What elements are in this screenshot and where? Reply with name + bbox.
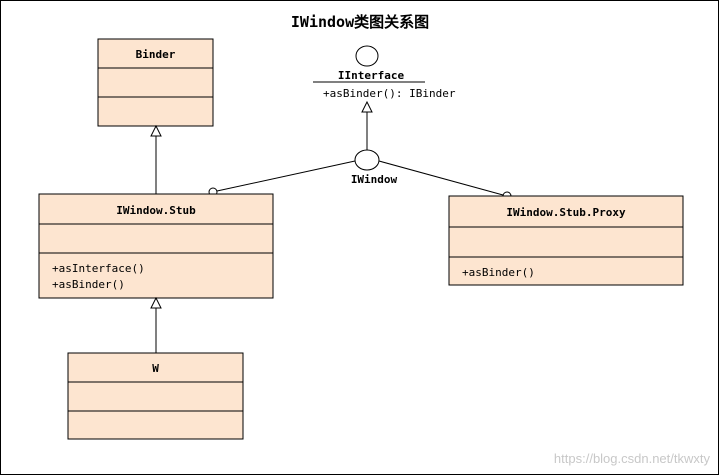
iinterface-circle-icon — [355, 45, 379, 67]
class-w: W — [67, 352, 244, 440]
class-iwindow-stub-proxy: IWindow.Stub.Proxy +asBinder() — [448, 195, 684, 286]
class-binder: Binder — [97, 38, 214, 127]
diagram-title: IWindow类图关系图 — [291, 13, 429, 31]
class-stub-member-1: +asBinder() — [52, 278, 125, 291]
binder-generalization-arrowhead — [150, 124, 162, 137]
iinterface-generalization-arrowhead — [361, 100, 373, 113]
iinterface-name: IInterface — [338, 69, 405, 82]
class-w-name: W — [152, 362, 159, 375]
stub-realizes-iwindow-line — [216, 160, 356, 192]
iinterface-member-0: +asBinder(): IBinder — [323, 87, 456, 100]
iwindow-name: IWindow — [351, 173, 398, 186]
proxy-realizes-iwindow-line — [378, 160, 504, 196]
iwindow-circle-icon — [354, 149, 380, 171]
class-proxy-name: IWindow.Stub.Proxy — [506, 206, 626, 219]
class-stub-name: IWindow.Stub — [116, 204, 196, 217]
class-iwindow-stub: IWindow.Stub +asInterface() +asBinder() — [38, 193, 274, 299]
interface-iinterface: IInterface +asBinder(): IBinder — [313, 45, 456, 100]
watermark-text: https://blog.csdn.net/tkwxty — [554, 451, 711, 466]
stub-generalization-arrowhead — [150, 296, 162, 309]
interface-iwindow: IWindow — [351, 149, 398, 186]
class-proxy-member-0: +asBinder() — [462, 266, 535, 279]
class-binder-name: Binder — [136, 48, 176, 61]
class-stub-member-0: +asInterface() — [52, 262, 145, 275]
